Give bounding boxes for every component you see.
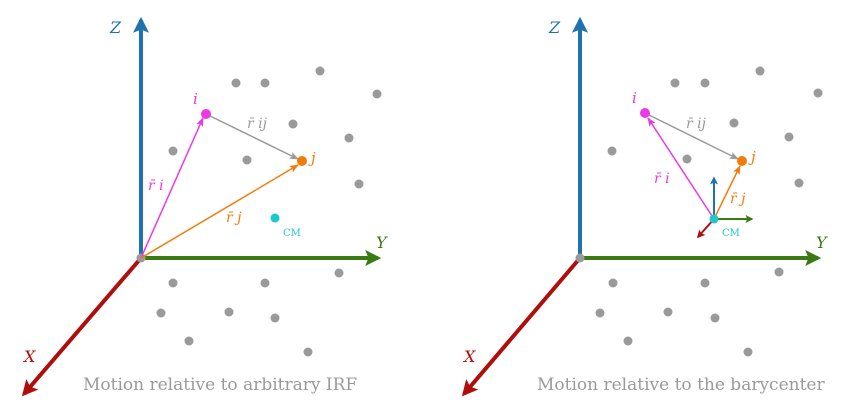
label-ri: r̄ i	[654, 171, 670, 187]
label-j: j	[308, 149, 316, 167]
x-axis	[21, 256, 143, 397]
particle-dot	[242, 155, 252, 165]
caption-right: Motion relative to the barycenter	[537, 375, 825, 395]
label-rj: r̄ j	[226, 210, 242, 226]
particle-dot	[224, 307, 234, 317]
particle-dot	[700, 278, 710, 288]
particle-dot	[354, 179, 364, 189]
label-j: j	[748, 148, 756, 166]
vector-rij	[205, 113, 299, 160]
particle-i	[640, 108, 650, 118]
particle-dot	[608, 278, 618, 288]
center-of-mass	[709, 214, 719, 224]
particle-dot	[700, 78, 710, 88]
z-axis-label: Z	[548, 18, 561, 37]
particle-dot	[334, 268, 344, 278]
particle-dot	[156, 308, 166, 318]
particle-dot	[184, 336, 194, 346]
y-axis-label: Y	[376, 233, 388, 252]
x-axis-label: X	[22, 347, 36, 366]
particle-dot	[729, 118, 739, 128]
vector-rij	[644, 112, 739, 160]
particle-dot	[623, 336, 633, 346]
particle-dot	[168, 278, 178, 288]
x-axis-label: X	[462, 347, 476, 366]
origin-dot	[575, 253, 585, 263]
vector-rj	[140, 164, 299, 259]
particle-dot	[168, 146, 178, 156]
particle-dot	[344, 133, 354, 143]
particle-dot	[288, 119, 298, 129]
label-ri: r̄ i	[148, 178, 164, 194]
x-axis	[461, 256, 582, 397]
particle-dot	[813, 88, 823, 98]
y-axis-label: Y	[816, 233, 828, 252]
particle-dot	[270, 313, 280, 323]
particle-dot	[315, 66, 325, 76]
label-rj: r̄ j	[730, 191, 746, 207]
label-i: i	[193, 90, 198, 108]
label-rij: r̄ ij	[686, 116, 707, 132]
particle-dot	[595, 308, 605, 318]
label-rij: r̄ ij	[247, 116, 268, 132]
particle-j	[297, 156, 307, 166]
particle-dot	[784, 132, 794, 142]
vector-ri	[140, 117, 204, 259]
particle-dot	[260, 278, 270, 288]
particle-dot	[231, 78, 241, 88]
particle-i	[201, 109, 211, 119]
particle-dot	[670, 78, 680, 88]
left-particles	[156, 66, 382, 357]
label-cm: CM	[722, 228, 740, 239]
vector-rj	[713, 165, 741, 220]
particle-dot	[774, 267, 784, 277]
particle-dot	[260, 78, 270, 88]
center-of-mass	[270, 213, 280, 223]
particle-dot	[682, 154, 692, 164]
right-particles	[595, 66, 823, 357]
label-i: i	[632, 89, 637, 107]
particle-dot	[607, 146, 617, 156]
label-cm: CM	[283, 228, 301, 239]
particle-dot	[794, 178, 804, 188]
particle-dot	[303, 347, 313, 357]
vector-ri	[647, 117, 715, 220]
z-axis-label: Z	[109, 18, 122, 37]
particle-dot	[710, 313, 720, 323]
left-panel: Z Y X i j r̄ i r̄ j r̄ ij CM Motion rela…	[21, 16, 388, 397]
right-panel: Z Y X i j r̄ i r̄ j r̄ ij CM Motion rela…	[461, 16, 828, 397]
particle-dot	[743, 347, 753, 357]
caption-left: Motion relative to arbitrary IRF	[83, 375, 357, 395]
particle-j	[737, 156, 747, 166]
particle-dot	[372, 89, 382, 99]
particle-dot	[755, 66, 765, 76]
particle-dot	[663, 307, 673, 317]
